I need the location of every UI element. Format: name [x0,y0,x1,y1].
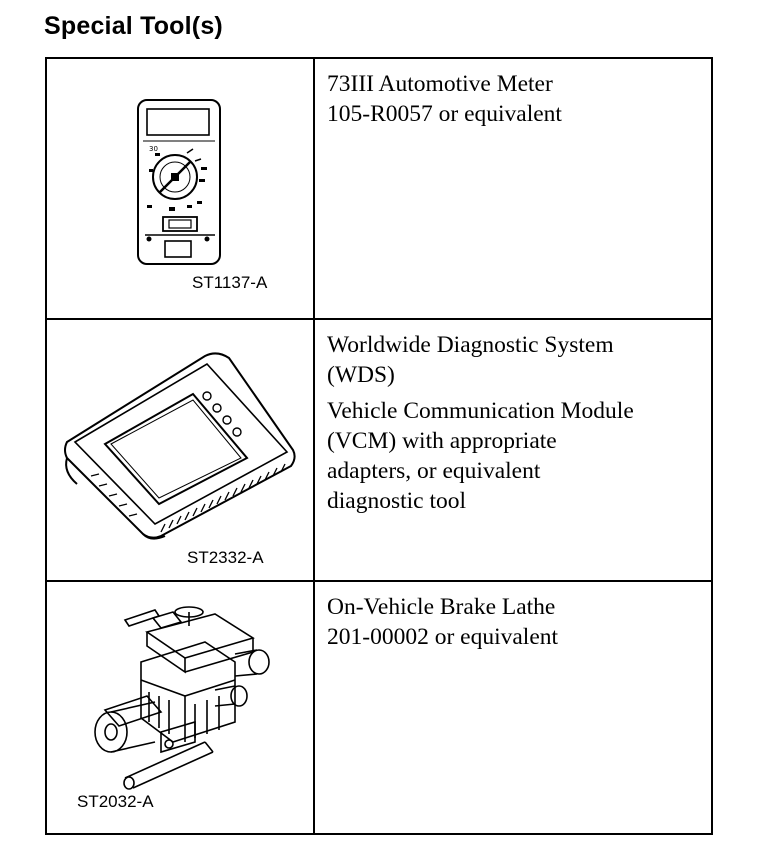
multimeter-icon: 30 [137,99,221,265]
svg-text:30: 30 [149,145,158,153]
table-row: ST2032-A On-Vehicle Brake Lathe 201-0000… [47,582,711,833]
diagnostic-tablet-icon [64,352,296,540]
tool-description: On-Vehicle Brake Lathe 201-00002 or equi… [327,594,559,650]
tool-description-cell: Worldwide Diagnostic System (WDS) Vehicl… [315,320,711,580]
tool-description: 73III Automotive Meter 105-R0057 or equi… [327,71,562,127]
tool-code: ST2032-A [77,792,154,811]
page-title: Special Tool(s) [44,12,223,40]
tool-description: Vehicle Communication Module (VCM) with … [327,398,634,514]
tool-code: ST1137-A [192,273,268,292]
tool-code: ST2332-A [187,548,264,567]
tool-description-cell: 73III Automotive Meter 105-R0057 or equi… [315,59,711,318]
tool-image-cell: ST2332-A [47,320,315,580]
tool-image-cell: ST2032-A [47,582,315,833]
tool-image-cell: 30 ST11 [47,59,315,318]
tool-description-cell: On-Vehicle Brake Lathe 201-00002 or equi… [315,582,711,833]
special-tools-table: 30 ST11 [45,57,713,835]
table-row: 30 ST11 [47,59,711,320]
tool-description: Worldwide Diagnostic System (WDS) [327,332,614,388]
brake-lathe-icon [94,606,270,790]
table-row: ST2332-A Worldwide Diagnostic System (WD… [47,320,711,582]
